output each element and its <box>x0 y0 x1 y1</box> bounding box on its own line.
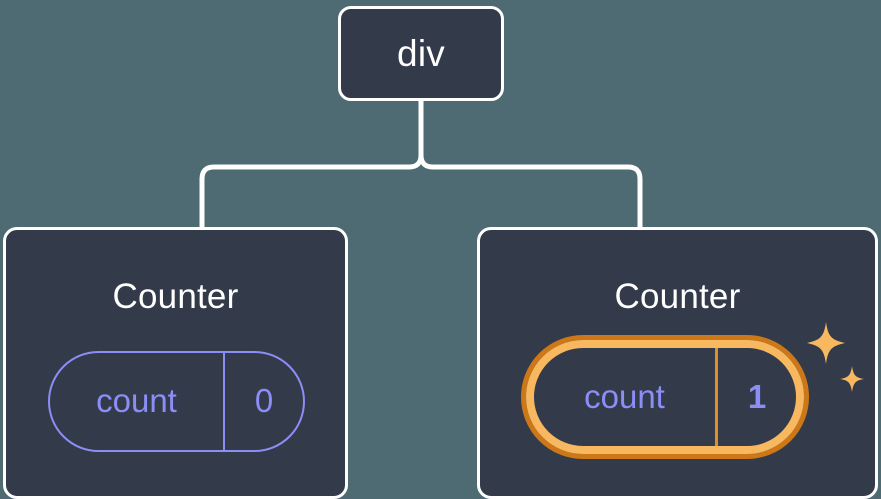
sparkle-group <box>807 322 864 392</box>
node-counter-left[interactable]: Counter count 0 <box>3 227 348 499</box>
node-counter-right[interactable]: Counter count 1 <box>477 227 878 499</box>
counter-left-state-value: 0 <box>254 382 274 419</box>
node-div[interactable]: div <box>338 6 504 101</box>
counter-right-state-pill[interactable]: count 1 <box>521 335 809 459</box>
counter-left-title: Counter <box>112 277 239 316</box>
counter-right-state-key: count <box>534 348 718 446</box>
counter-left-state-pill[interactable]: count 0 <box>48 351 305 452</box>
counter-right-state-value: 1 <box>747 377 767 415</box>
counter-right-state-pill-inner: count 1 <box>526 340 804 454</box>
sparkle-icon <box>840 366 864 392</box>
sparkle-icon <box>807 322 845 364</box>
counter-left-state-key: count <box>50 353 225 450</box>
counter-right-title: Counter <box>614 277 741 316</box>
node-div-label: div <box>397 33 445 74</box>
